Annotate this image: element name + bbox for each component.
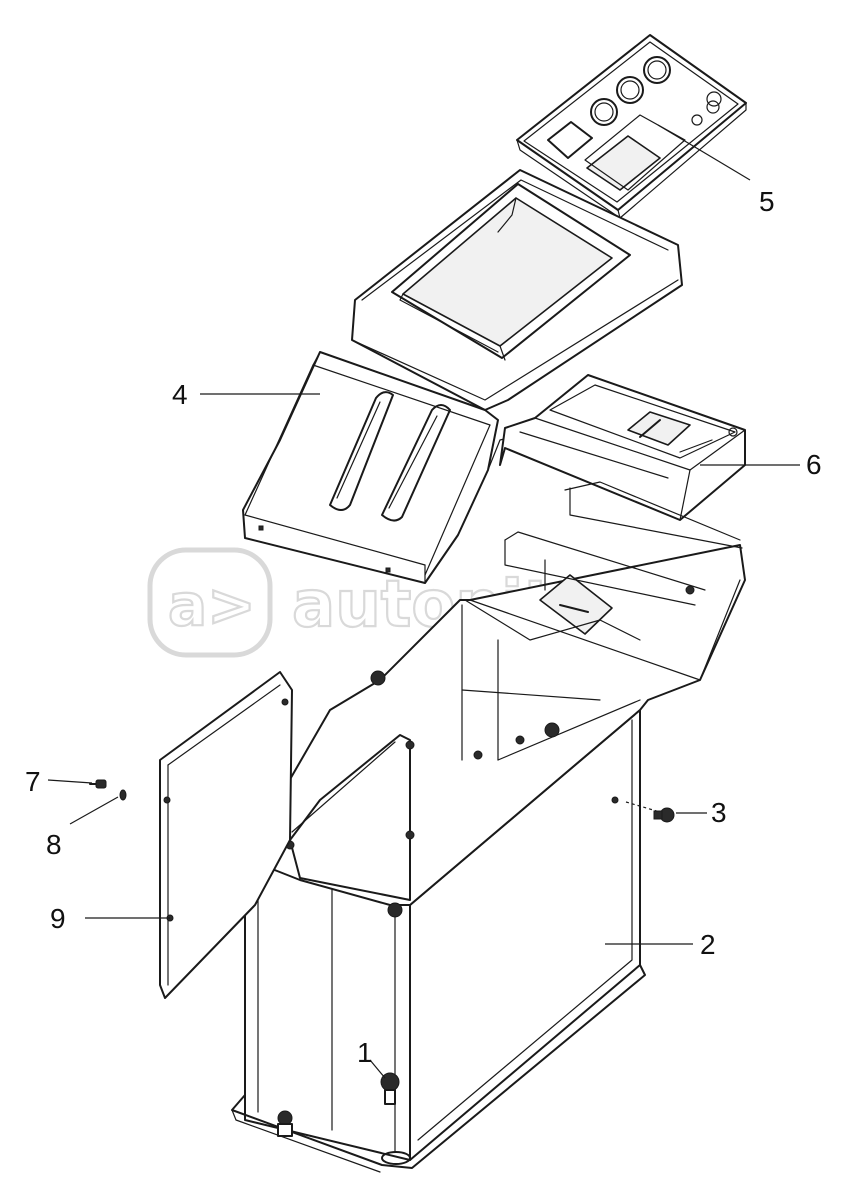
leader-lines: [47, 124, 800, 1079]
callout-2: 2: [700, 929, 716, 960]
callout-8: 8: [46, 829, 62, 860]
callout-3: 3: [711, 797, 727, 828]
side-cover-part-9: [159, 671, 293, 999]
callout-4: 4: [172, 379, 188, 410]
leader-8: [69, 796, 119, 825]
dashboard-hood-part-4: [242, 169, 683, 584]
instrument-panel-part-5: [516, 34, 747, 219]
leader-1: [369, 1059, 386, 1079]
watermark-logo-frame: [147, 547, 273, 658]
callout-5: 5: [759, 186, 775, 217]
fastener-part-1: [380, 1072, 400, 1105]
console-box-part-2: [231, 481, 746, 1173]
leader-7: [47, 779, 93, 784]
callout-9: 9: [50, 903, 66, 934]
callout-7: 7: [25, 766, 41, 797]
callout-1: 1: [357, 1037, 373, 1068]
leader-5: [657, 124, 751, 181]
watermark-logo-glyph: a>: [168, 571, 256, 639]
callout-6: 6: [806, 449, 822, 480]
switch-bracket-part-6: [499, 374, 746, 521]
fastener-part-7: [89, 779, 107, 789]
callouts: 1 2 3 4 5 6 7 8 9: [25, 186, 822, 1068]
base-foot-bolt: [277, 1110, 293, 1137]
fastener-part-8: [119, 789, 127, 801]
fastener-part-3: [653, 807, 675, 823]
